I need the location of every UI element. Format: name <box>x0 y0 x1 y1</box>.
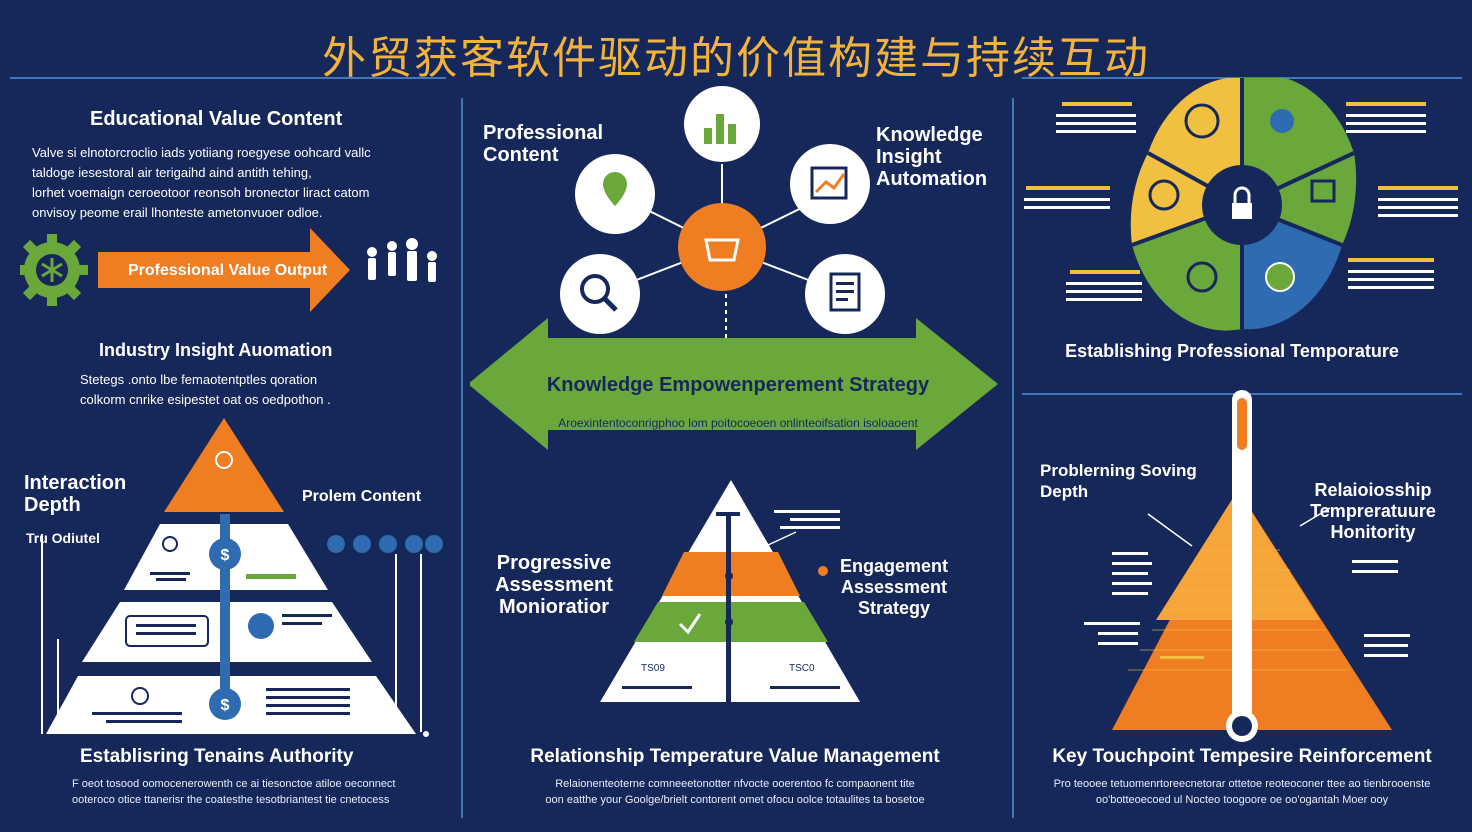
management-title: Relationship Temperature Value Managemen… <box>530 746 940 767</box>
chat-bubble-icon <box>125 615 209 647</box>
engagement-assessment-label: Engagement Assessment Strategy <box>839 556 949 618</box>
page-title: 外贸获客软件驱动的价值构建与持续互动 <box>322 33 1150 84</box>
strategy-arrow <box>470 318 998 450</box>
lightbulb-icon <box>162 536 178 552</box>
bullet-dot <box>818 566 828 576</box>
temperature-title: Establishing Professional Temporature <box>1065 341 1399 361</box>
strategy-text: Aroexintentoconrigphoo lom poitocoeoen o… <box>558 416 918 448</box>
divider-vertical-right <box>1012 98 1014 818</box>
temperature-wheel <box>1024 78 1458 331</box>
knowledge-insight-label: Knowledge Insight Automation <box>876 124 988 190</box>
educational-value-text: Valve si elnotorcroclio iads yotiiang ro… <box>32 145 371 220</box>
wheel-segment-2 <box>1130 153 1242 245</box>
industry-insight-text: Stetegs .onto lbe femaotentptles qoratio… <box>80 372 331 407</box>
checkmark-icon <box>678 613 702 635</box>
lightbulb-icon <box>1265 262 1295 292</box>
educational-value-title: Educational Value Content <box>90 108 343 130</box>
gear-icon <box>20 234 88 306</box>
user-icon <box>1186 261 1218 293</box>
value-output-graphic <box>20 228 437 312</box>
divider-left-top <box>10 77 446 79</box>
monitoring-label: Relaioiosship Tempreratuure Honitority <box>1310 480 1436 542</box>
progressive-assessment-label: Progressive Assessment Monioratior <box>495 552 613 618</box>
authority-text: F oeot tosood oomocenerowenth ce ai ties… <box>72 778 396 806</box>
svg-text:$: $ <box>221 547 230 564</box>
settings-icon <box>1270 109 1294 133</box>
industry-insight-title: Industry Insight Auomation <box>99 340 333 360</box>
divider-vertical-left <box>461 98 463 818</box>
problem-content-label: Prolem Content <box>302 488 422 505</box>
pyramid-tier-top <box>164 418 284 512</box>
building-icon <box>1310 179 1336 203</box>
search-icon <box>131 687 149 705</box>
pyramid-value-left: TS09 <box>641 663 665 674</box>
problem-solving-label: Problerning Soving Depth <box>1040 461 1197 501</box>
wheel-segment-5 <box>1242 153 1357 245</box>
professional-content-label: Professional Content <box>483 122 604 166</box>
authority-title: Establisring Tenains Authority <box>80 746 354 767</box>
thermometer-icon <box>1232 390 1252 726</box>
pyramid-value-right: TSC0 <box>789 663 815 674</box>
user-icon <box>248 613 274 639</box>
dots-indicator <box>327 535 443 553</box>
hub-center-icon <box>678 203 766 291</box>
lightbulb-icon <box>215 451 233 469</box>
thermometer-pyramid <box>1084 390 1410 742</box>
strategy-title: Knowledge Empowenperement Strategy <box>546 374 930 396</box>
dollar-icon <box>209 538 241 570</box>
wheel-icon <box>1184 103 1220 139</box>
wheel-segment-6 <box>1242 78 1354 205</box>
knowledge-hub-diagram <box>470 86 998 450</box>
tru-odiutel-label: Tru Odiutel <box>26 530 100 546</box>
interaction-depth-label: Interaction Depth <box>24 472 127 516</box>
target-icon <box>1148 179 1180 211</box>
svg-text:$: $ <box>221 697 230 714</box>
people-icon <box>367 238 437 282</box>
value-output-label: Professional Value Output <box>128 262 328 279</box>
management-text: Relaionenteoterne comneeetonotter nfvoct… <box>545 778 925 806</box>
engagement-pyramid <box>600 480 860 704</box>
document-icon <box>805 254 885 334</box>
reinforcement-title: Key Touchpoint Tempesire Reinforcement <box>1052 746 1432 767</box>
search-icon <box>560 254 640 334</box>
reinforcement-text: Pro teooee tetuomenrtoreecnetorar otteto… <box>1053 778 1431 806</box>
value-output-arrow <box>98 228 350 312</box>
dollar-icon <box>209 688 241 720</box>
authority-pyramid: $ $ <box>41 418 443 737</box>
